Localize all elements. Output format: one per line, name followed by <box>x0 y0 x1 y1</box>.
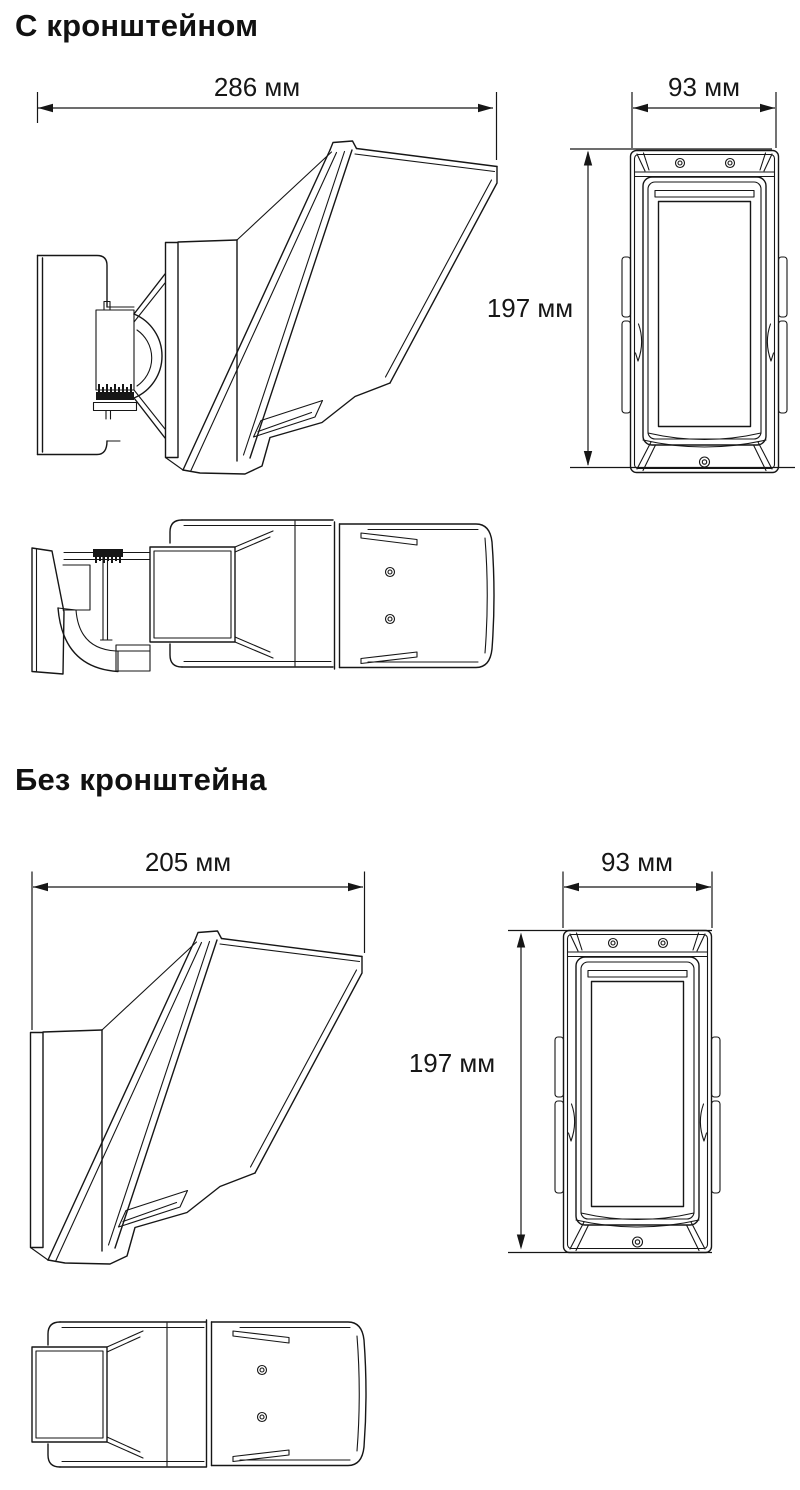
dim-height-front-1: 197 мм <box>487 148 795 469</box>
dim-width-side-2: 205 мм <box>31 847 366 1030</box>
bracket-top <box>31 547 151 675</box>
detector-top <box>149 519 334 668</box>
side-view-without-bracket <box>29 930 363 1265</box>
top-view-with-bracket <box>31 519 495 675</box>
dim-label-front-width-2: 93 мм <box>601 847 673 877</box>
detector-top-2 <box>31 1321 207 1468</box>
bracket-side <box>36 254 166 456</box>
front-view-with-bracket <box>621 149 788 474</box>
section-title-without-bracket: Без кронштейна <box>15 762 267 797</box>
dim-label-side-width-2: 205 мм <box>145 847 231 877</box>
dim-width-side-1: 286 мм <box>36 72 498 160</box>
section-title-with-bracket: С кронштейном <box>15 8 259 43</box>
side-view-with-bracket <box>36 140 498 475</box>
dim-label-front-height-1: 197 мм <box>487 293 573 323</box>
dim-height-front-2: 197 мм <box>409 929 712 1254</box>
front-view-without-bracket <box>554 929 721 1254</box>
dim-label-side-width-1: 286 мм <box>214 72 300 102</box>
top-view-without-bracket <box>31 1319 367 1468</box>
dim-label-front-height-2: 197 мм <box>409 1048 495 1078</box>
dim-width-front-2: 93 мм <box>562 847 713 928</box>
dim-label-front-width-1: 93 мм <box>668 72 740 102</box>
dim-width-front-1: 93 мм <box>631 72 777 148</box>
